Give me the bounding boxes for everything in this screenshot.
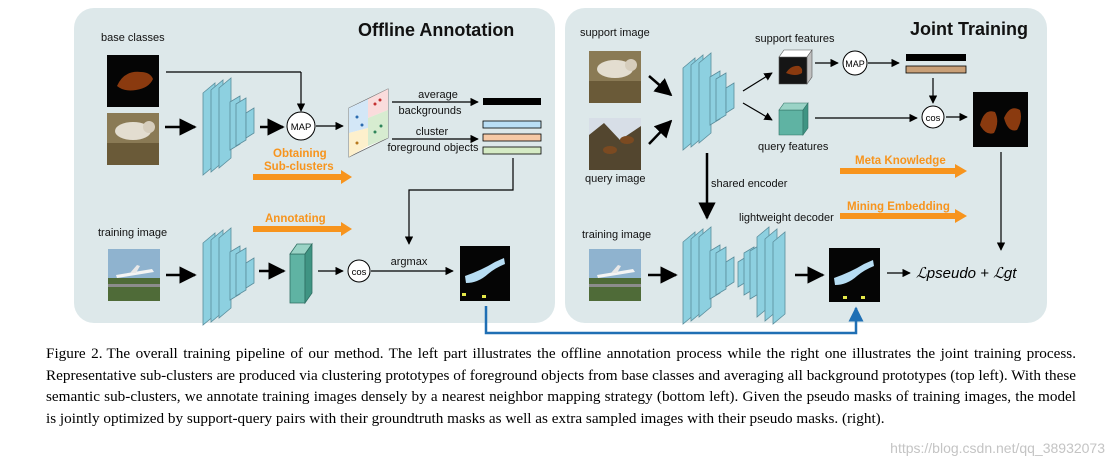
offline-panel-title: Offline Annotation — [358, 20, 514, 40]
shared-encoder-icon — [682, 52, 735, 151]
cos-circle-joint — [921, 105, 945, 129]
offline-annotation-panel — [74, 8, 555, 323]
figure-caption: Figure 2.The overall training pipeline o… — [46, 343, 1076, 429]
support-feature-cuboid — [778, 49, 813, 85]
watermark-url: https://blog.csdn.net/qq_38932073 — [890, 440, 1105, 456]
query-image-label: query image — [585, 173, 646, 185]
query-prediction-mask — [973, 92, 1028, 147]
base-classes-label: base classes — [101, 32, 165, 44]
argmax-label: argmax — [391, 256, 428, 268]
joint-panel-title: Joint Training — [910, 19, 1028, 39]
training-image-label-right: training image — [582, 229, 651, 241]
lightweight-decoder-label: lightweight decoder — [739, 212, 834, 224]
encoder-decoder-icon — [682, 226, 786, 325]
obtaining-arrow — [253, 170, 352, 184]
support-image-label: support image — [580, 27, 650, 39]
map-circle-joint — [842, 50, 868, 76]
map-label-joint: MAP — [845, 59, 865, 69]
annotating-arrow — [253, 222, 352, 236]
subclusters-label: Sub-clusters — [264, 161, 334, 173]
cos-label-joint: cos — [926, 113, 941, 124]
map-label-offline: MAP — [291, 122, 312, 133]
background-prototype-bar — [483, 98, 541, 105]
base-class-photo — [107, 113, 159, 165]
foreground-objects-label: foreground objects — [387, 142, 479, 154]
support-prototype-bar-brown — [905, 65, 967, 74]
loss-formula: ℒpseudo + ℒgt — [916, 265, 1017, 282]
figure-caption-text: The overall training pipeline of our met… — [46, 345, 1076, 427]
meta-knowledge-label: Meta Knowledge — [855, 155, 946, 167]
query-photo — [589, 118, 641, 170]
offline-encoder-bottom — [202, 227, 255, 326]
support-photo — [589, 51, 641, 103]
annotating-label: Annotating — [265, 213, 326, 225]
pseudo-mask-left — [460, 246, 510, 301]
base-class-mask-image — [107, 55, 159, 107]
cluster-space-icon — [348, 88, 389, 158]
backgrounds-label: backgrounds — [399, 105, 462, 117]
cluster-label: cluster — [416, 126, 449, 138]
training-photo-left — [108, 249, 160, 301]
pipeline-diagram: Offline Annotation base classes MAP — [74, 8, 1047, 335]
support-prototype-bar-black — [906, 54, 966, 61]
training-image-label-left: training image — [98, 227, 167, 239]
shared-encoder-label: shared encoder — [711, 178, 788, 190]
query-feature-cuboid — [778, 102, 809, 136]
subcluster-bar-blue — [482, 120, 542, 129]
obtaining-label: Obtaining — [273, 148, 327, 160]
offline-encoder-top — [202, 77, 255, 176]
subclusters-to-argmax-arrow — [404, 158, 514, 245]
cos-circle-offline — [347, 259, 371, 283]
support-features-label: support features — [755, 33, 835, 45]
mining-embedding-arrow — [840, 209, 967, 223]
map-circle-offline — [286, 111, 316, 141]
subcluster-bar-orange — [482, 133, 542, 142]
subcluster-bar-green — [482, 146, 542, 155]
training-photo-right — [589, 249, 641, 301]
mining-embedding-label: Mining Embedding — [847, 201, 950, 213]
meta-knowledge-arrow — [840, 164, 967, 178]
figure-caption-label: Figure 2. — [46, 345, 103, 362]
cos-label-offline: cos — [352, 267, 367, 278]
query-features-label: query features — [758, 141, 829, 153]
pseudo-mask-transfer-arrow — [484, 306, 864, 335]
feature-map-cuboid-left — [289, 242, 313, 305]
pseudo-mask-right — [829, 248, 880, 302]
average-label: average — [418, 89, 458, 101]
